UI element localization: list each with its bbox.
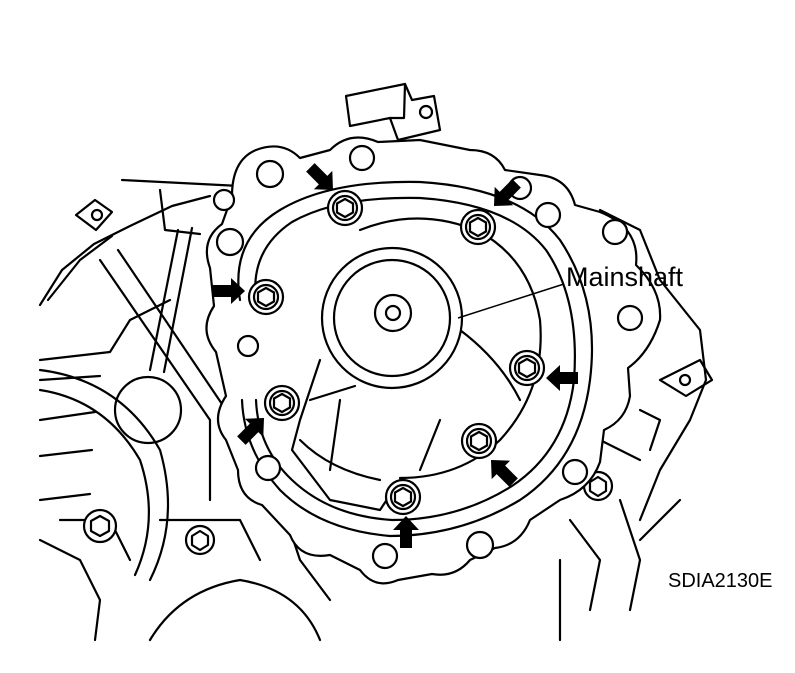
bolt-icon xyxy=(384,478,422,516)
bolt-icon xyxy=(460,422,498,460)
arrow-icon xyxy=(306,163,333,190)
arrow-icon xyxy=(237,418,264,445)
bolts xyxy=(247,189,546,516)
pointer-arrows xyxy=(213,163,578,548)
bolt-icon xyxy=(326,189,364,227)
bolt-icon xyxy=(247,278,285,316)
figure-code-label: SDIA2130E xyxy=(668,570,773,592)
left-housing xyxy=(38,178,332,642)
arrow-icon xyxy=(494,179,521,206)
bolt-icon xyxy=(263,384,301,422)
arrow-icon xyxy=(213,278,245,304)
bolt-icon xyxy=(459,208,497,246)
upper-bracket xyxy=(344,82,442,142)
arrow-icon xyxy=(393,516,419,548)
arrow-icon xyxy=(546,365,578,391)
bolt-icon xyxy=(508,349,546,387)
callout-leader-line xyxy=(457,283,565,319)
mainshaft-callout-label: Mainshaft xyxy=(566,262,684,292)
arrow-icon xyxy=(491,460,518,487)
